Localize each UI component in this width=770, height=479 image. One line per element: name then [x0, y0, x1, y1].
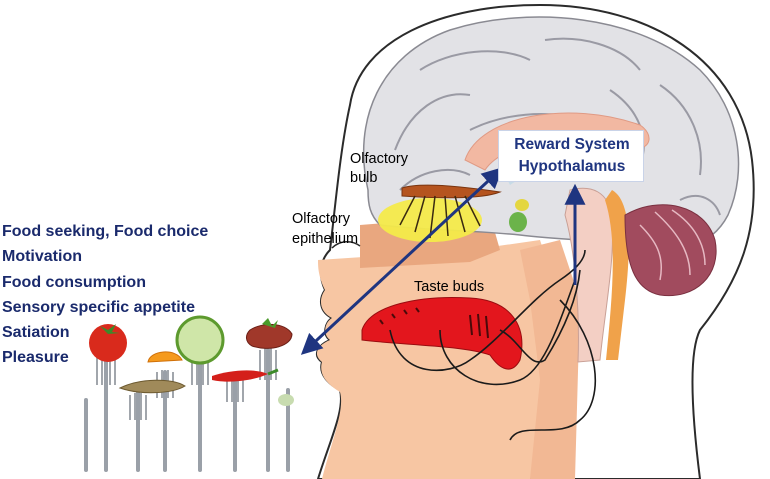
outcome-satiation: Satiation: [2, 324, 70, 341]
reward-system-box: Reward System Hypothalamus: [498, 130, 644, 182]
meat-herb: [262, 318, 278, 328]
outcome-motivation: Motivation: [2, 248, 82, 265]
tomato: [89, 324, 127, 362]
label-olfactory-bulb-line1: Olfactory: [350, 151, 409, 167]
fish: [118, 379, 186, 394]
cerebellum-folds: [639, 209, 706, 281]
outcome-pleasure: Pleasure: [2, 349, 69, 366]
label-olfactory-epithelium-line2: epithelium: [292, 231, 359, 247]
outcome-food-consumption: Food consumption: [2, 274, 146, 291]
label-olfactory-bulb-line2: bulb: [350, 170, 378, 186]
chili-stem: [267, 368, 279, 376]
label-taste-buds: Taste buds: [414, 279, 485, 295]
hypothalamus-region: [515, 199, 529, 211]
outcome-food-seeking: Food seeking, Food choice: [2, 223, 209, 240]
meat-piece: [246, 324, 293, 349]
label-reward-system: Reward System: [514, 136, 630, 153]
chili-pepper: [212, 370, 268, 382]
cerebellum: [624, 204, 717, 297]
food-on-forks: [84, 315, 294, 472]
label-hypothalamus: Hypothalamus: [518, 158, 626, 175]
tomato-stem: [100, 324, 120, 334]
herb-garnish: [278, 394, 294, 406]
arrow-olfactory-to-reward: [300, 167, 504, 355]
spinal-cord: [605, 190, 629, 360]
label-olfactory-epithelium-line1: Olfactory: [292, 211, 351, 227]
cucumber-slice: [175, 315, 225, 365]
outcome-sensory-specific-appetite: Sensory specific appetite: [2, 299, 195, 316]
orange-wedge: [147, 351, 183, 363]
pituitary: [509, 212, 527, 232]
fork-handles: [84, 348, 290, 472]
